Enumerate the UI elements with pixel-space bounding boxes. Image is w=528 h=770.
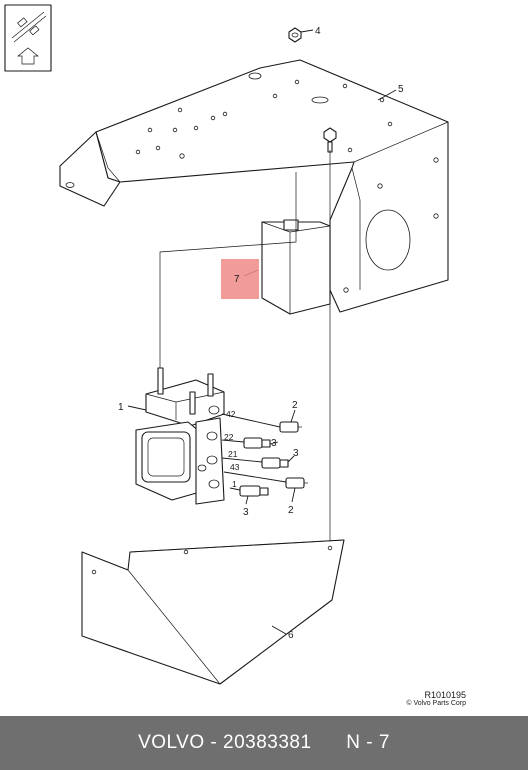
- leader-lines: [127, 29, 397, 635]
- assembly-lines: [159, 150, 331, 548]
- fitting-2-top: [279, 421, 302, 433]
- label-part-3-a: 3: [271, 438, 277, 449]
- fitting-3-a: [243, 437, 271, 449]
- label-part-42: 42: [226, 409, 236, 419]
- footer-part-number: 20383381: [223, 732, 312, 753]
- shield-6: [81, 539, 345, 685]
- footer-separator: -: [210, 732, 218, 753]
- label-part-4: 4: [315, 26, 321, 37]
- component-7: [261, 219, 331, 315]
- bracket-5: [59, 59, 449, 313]
- label-part-1-small: 1: [232, 479, 237, 489]
- footer-position: N - 7: [346, 732, 390, 753]
- fitting-3-c: [239, 485, 269, 497]
- label-part-43: 43: [230, 462, 240, 472]
- exploded-parts-diagram: 4 5 7 1 2 42 22 3 21 3 43 1 3 2 6: [4, 4, 449, 685]
- label-part-22: 22: [224, 432, 234, 442]
- orientation-icon: [4, 4, 52, 72]
- copyright-text: © Volvo Parts Corp: [406, 700, 466, 707]
- bolt-upper: [323, 127, 337, 153]
- label-part-3-c: 3: [243, 507, 249, 518]
- fitting-3-b: [261, 457, 289, 469]
- reference-code: R1010195: [424, 690, 466, 700]
- callout-labels: 4 5 7 1 2 42 22 3 21 3 43 1 3 2 6: [118, 26, 404, 641]
- part-footer-bar: VOLVO - 20383381 N - 7: [0, 716, 528, 770]
- label-part-6: 6: [288, 630, 294, 641]
- label-part-5: 5: [398, 84, 404, 95]
- part-7-highlight: [221, 259, 259, 299]
- label-part-7: 7: [234, 274, 240, 285]
- label-part-3-b: 3: [293, 448, 299, 459]
- label-part-21: 21: [228, 449, 238, 459]
- unit-1: [135, 367, 225, 505]
- reference-block: R1010195 © Volvo Parts Corp: [406, 690, 466, 707]
- nut-4: [288, 27, 302, 43]
- label-part-1: 1: [118, 402, 124, 413]
- footer-brand: VOLVO: [138, 732, 205, 753]
- fitting-2-bottom: [285, 477, 308, 489]
- label-part-2-bottom: 2: [288, 505, 294, 516]
- label-part-2-top: 2: [292, 400, 298, 411]
